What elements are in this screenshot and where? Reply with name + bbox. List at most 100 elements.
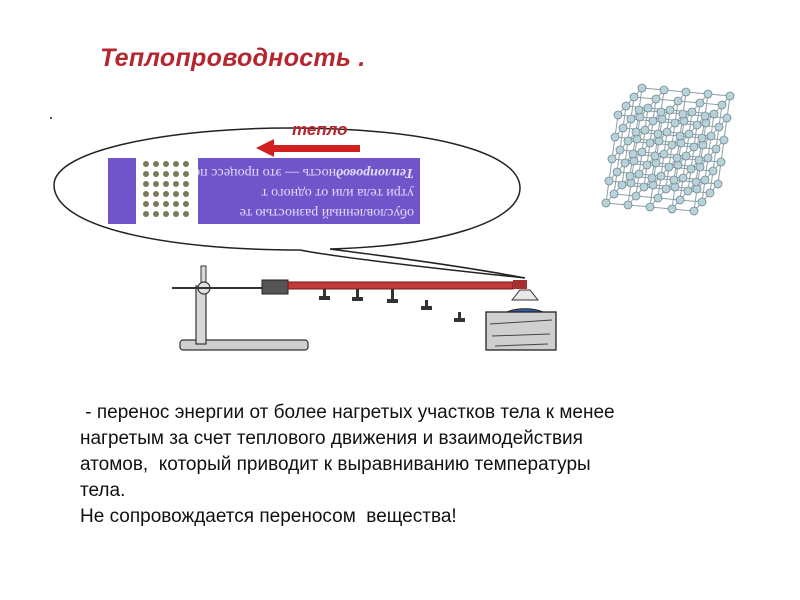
lattice-atom — [618, 123, 628, 133]
particle-dot — [173, 171, 179, 177]
particle-dot — [183, 201, 189, 207]
particle-dot — [183, 171, 189, 177]
lattice-atom — [667, 140, 677, 150]
particle-dot — [163, 171, 169, 177]
lattice-atom — [692, 120, 702, 130]
lattice-atom — [645, 138, 655, 148]
lattice-atom — [683, 186, 693, 196]
lattice-atom — [651, 94, 661, 104]
lattice-atom — [661, 184, 671, 194]
lattice-atom — [656, 107, 666, 117]
particle-dot — [163, 201, 169, 207]
particle-grid-icon — [136, 158, 198, 224]
lattice-atom — [667, 204, 677, 214]
particle-dot — [143, 191, 149, 197]
particle-dot — [153, 161, 159, 167]
lattice-atom — [673, 96, 683, 106]
decorative-dot — [50, 117, 52, 119]
particle-dot — [153, 201, 159, 207]
lattice-atom — [700, 175, 710, 185]
lattice-atom — [623, 200, 633, 210]
lattice-atom — [670, 118, 680, 128]
lattice-atom — [604, 176, 614, 186]
particle-dot — [153, 171, 159, 177]
description-line-3: атомов, который приводит к выравниванию … — [80, 454, 591, 475]
lattice-atom — [725, 91, 735, 101]
lattice-atom — [640, 125, 650, 135]
description-line-5: Не сопровождается переносом вещества! — [80, 506, 457, 527]
lattice-atom — [612, 167, 622, 177]
lattice-atom — [722, 113, 732, 123]
lattice-atom — [639, 182, 649, 192]
page-title: Теплопроводность . — [100, 44, 366, 72]
particle-dot — [173, 181, 179, 187]
lattice-atom — [700, 111, 710, 121]
lattice-atom — [703, 89, 713, 99]
crystal-lattice-icon — [601, 83, 735, 216]
lattice-atom — [607, 154, 617, 164]
lattice-atom — [719, 135, 729, 145]
lattice-atom — [684, 129, 694, 139]
particle-dot — [173, 161, 179, 167]
particle-dot — [153, 211, 159, 217]
lattice-atom — [610, 132, 620, 142]
lattice-atom — [659, 85, 669, 95]
lattice-atom — [613, 110, 623, 120]
lattice-atom — [653, 193, 663, 203]
particle-dot — [143, 201, 149, 207]
lattice-atom — [637, 83, 647, 93]
lattice-atom — [625, 171, 635, 181]
particle-dot — [143, 161, 149, 167]
particle-dot — [183, 211, 189, 217]
lattice-atom — [686, 164, 696, 174]
lattice-atom — [620, 158, 630, 168]
lattice-atom — [617, 180, 627, 190]
lattice-atom — [645, 202, 655, 212]
description-line-1: - перенос энергии от более нагретых учас… — [80, 402, 615, 423]
particle-dot — [183, 161, 189, 167]
lattice-atom — [628, 149, 638, 159]
particle-dot — [163, 191, 169, 197]
description-line-2: нагретым за счет теплового движения и вз… — [80, 428, 583, 449]
particle-dot — [143, 211, 149, 217]
lattice-atom — [694, 155, 704, 165]
lattice-atom — [697, 197, 707, 207]
lattice-atom — [634, 105, 644, 115]
particle-dot — [173, 201, 179, 207]
lattice-atom — [672, 153, 682, 163]
lattice-atom — [642, 160, 652, 170]
particle-dot — [143, 181, 149, 187]
lattice-atom — [708, 166, 718, 176]
lattice-atom — [681, 151, 691, 161]
lattice-atom — [601, 198, 611, 208]
lattice-atom — [615, 145, 625, 155]
lattice-atom — [716, 157, 726, 167]
lattice-atom — [637, 147, 647, 157]
particle-dot — [163, 181, 169, 187]
lattice-atom — [665, 105, 675, 115]
heat-conduction-apparatus — [172, 265, 557, 351]
lattice-atom — [697, 133, 707, 143]
lattice-atom — [626, 114, 636, 124]
definition-banner: обусловленный разностью те утри тела или… — [108, 158, 420, 224]
lattice-atom — [659, 149, 669, 159]
lattice-atom — [695, 98, 705, 108]
lattice-atom — [648, 116, 658, 126]
lattice-atom — [691, 177, 701, 187]
lattice-atom — [687, 107, 697, 117]
lattice-atom — [656, 171, 666, 181]
heat-label: тепло — [292, 120, 348, 139]
lattice-atom — [714, 122, 724, 132]
particle-dot — [143, 171, 149, 177]
particle-dot — [173, 211, 179, 217]
lattice-atom — [711, 144, 721, 154]
lattice-atom — [713, 179, 723, 189]
lattice-atom — [662, 127, 672, 137]
lattice-atom — [664, 162, 674, 172]
lattice-atom — [689, 142, 699, 152]
lattice-atom — [634, 169, 644, 179]
lattice-atom — [643, 103, 653, 113]
lattice-atom — [647, 173, 657, 183]
lattice-atom — [669, 175, 679, 185]
particle-dot — [183, 191, 189, 197]
